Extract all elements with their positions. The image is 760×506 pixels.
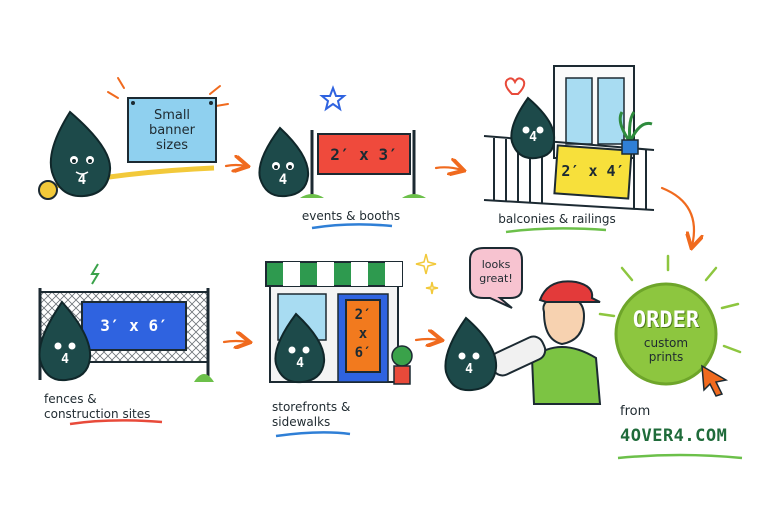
storefronts-caption: storefronts & sidewalks [272,400,351,429]
mascot-label: 4 [61,352,69,367]
mascot-drop-icon [49,110,112,198]
balconies-underline [505,227,607,234]
star-icon [319,85,347,112]
events-underline [311,223,393,230]
panel-balconies [483,65,655,234]
plant-icon [391,345,413,385]
balcony-banner-size: 2′ x 4′ [561,162,625,180]
brand-underline [617,453,743,460]
balconies-caption: balconies & railings [498,212,616,226]
burst-lines-icon [598,254,742,354]
mascot-label: 4 [278,172,288,188]
arrow-icon [434,167,462,170]
brand-name[interactable]: 4OVER4.COM [620,426,728,446]
fences-underline [69,419,163,426]
mascot-label: 4 [296,356,304,371]
mascot-drop-icon [274,312,326,384]
arrow-icon [660,186,694,246]
sparkle-lines-icon [107,77,229,107]
small-banner-title: Small banner sizes [148,108,196,153]
panel-events [258,85,426,230]
panel-small-banner [38,77,229,200]
cursor-icon [701,364,729,397]
panel-fences [38,263,214,426]
plant-icon [618,111,653,155]
flow-arrows [222,165,694,342]
heart-icon [504,77,526,95]
storefront-banner [345,299,381,373]
events-caption: events & booths [301,209,401,223]
order-headline[interactable]: ORDER [632,308,700,333]
events-banner-size: 2′ x 3′ [330,145,398,164]
mascot-drop-icon [444,316,498,392]
small-banner-sign [127,97,217,163]
lightning-icon [90,263,100,285]
arrow-icon [414,339,440,340]
arrow-icon [224,165,246,166]
from-label: from [620,404,651,419]
customer-person [530,280,602,405]
fence-banner-size: 3′ x 6′ [100,316,168,335]
panel-storefronts [265,261,413,438]
order-button[interactable] [614,282,718,386]
arrow-icon [222,341,248,342]
balcony-banner [553,144,633,200]
speech-bubble [469,247,523,309]
mascot-drop-icon [258,126,310,198]
panel-customer [415,247,602,405]
order-subtext[interactable]: custom prints [643,336,689,364]
storefront-banner-size: 2′ x 6′ [354,307,372,361]
fences-caption: fences & construction sites [44,392,151,421]
mascot-label: 4 [529,130,537,145]
striped-awning [265,261,403,287]
events-banner [317,133,411,175]
fence-banner [81,301,187,351]
mascot-label: 4 [77,172,87,188]
mascot-drop-icon [510,96,556,160]
mascot-drop-icon [38,300,92,382]
speech-text: looks great! [479,258,513,285]
cta-area [598,254,743,460]
mascot-label: 4 [465,362,473,377]
sparkle-icon [415,253,437,275]
sparkle-icon [425,281,439,295]
storefronts-underline [275,431,351,438]
